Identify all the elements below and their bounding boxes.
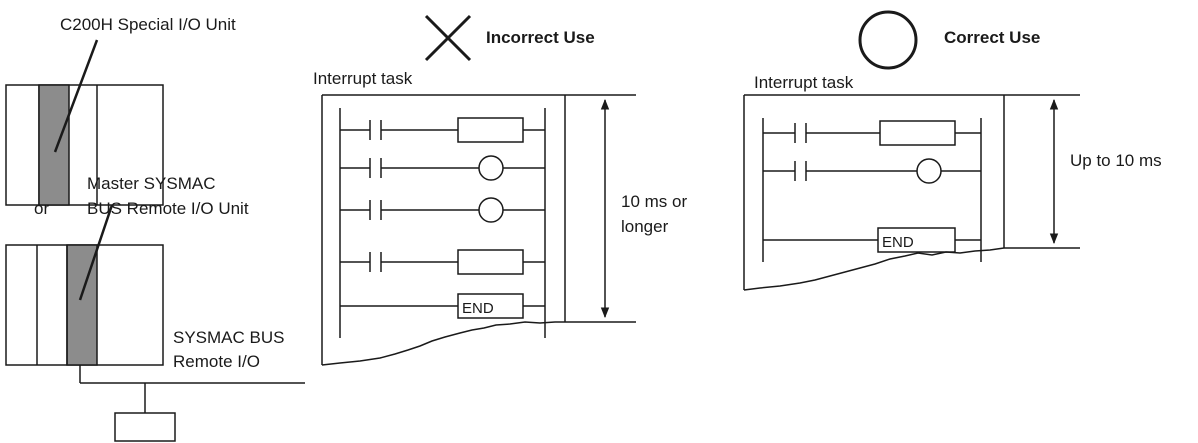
remote-io-label-1: SYSMAC BUS bbox=[173, 328, 284, 347]
special-unit-pointer bbox=[53, 39, 99, 153]
remote-io-slave bbox=[114, 412, 176, 442]
master-unit-label-2: BUS Remote I/O Unit bbox=[87, 199, 249, 218]
incorrect-time-label-2: longer bbox=[621, 217, 669, 236]
incorrect-time-label-1: 10 ms or bbox=[621, 192, 687, 211]
correct-end-label: END bbox=[882, 234, 914, 251]
master-remote-rack bbox=[5, 244, 164, 366]
remote-io-label-2: Remote I/O bbox=[173, 352, 260, 371]
correct-time-label: Up to 10 ms bbox=[1070, 151, 1162, 170]
correct-task-label: Interrupt task bbox=[754, 73, 854, 92]
special-io-rack bbox=[5, 84, 164, 206]
correct-heading: Correct Use bbox=[944, 28, 1040, 47]
cross-icon bbox=[424, 14, 472, 62]
incorrect-end-label: END bbox=[462, 300, 494, 317]
master-unit-label-1: Master SYSMAC bbox=[87, 174, 215, 193]
incorrect-ladder bbox=[321, 94, 636, 366]
incorrect-heading: Incorrect Use bbox=[486, 28, 595, 47]
remote-io-bus bbox=[79, 365, 305, 442]
special-unit-label: C200H Special I/O Unit bbox=[60, 15, 236, 34]
circle-icon bbox=[858, 10, 918, 70]
incorrect-task-label: Interrupt task bbox=[313, 69, 413, 88]
master-unit-pointer bbox=[78, 204, 114, 301]
special-io-unit-highlight bbox=[38, 84, 70, 206]
or-label: or bbox=[34, 199, 49, 218]
correct-ladder bbox=[743, 94, 1080, 291]
